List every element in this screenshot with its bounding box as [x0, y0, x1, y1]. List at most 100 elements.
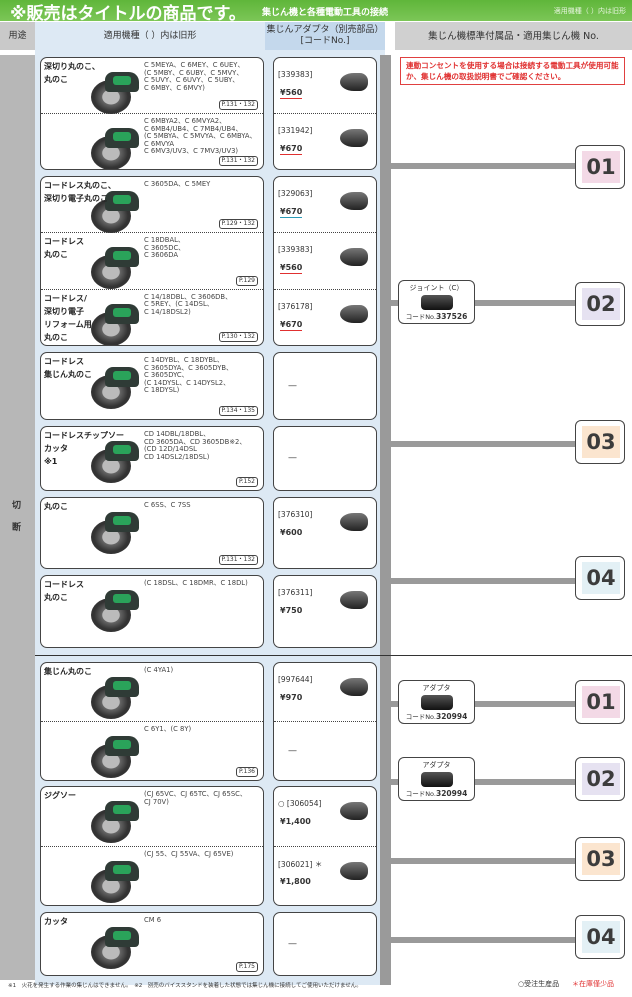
code-number: 320994 — [435, 789, 468, 798]
no-adapter-dash: — — [288, 453, 297, 464]
model-list: (C 18DSL、C 18DMR、C 18DL) — [144, 579, 248, 587]
adapter-entry: — — [274, 353, 376, 419]
collector-number-label: 02 — [582, 288, 620, 320]
tool-accent — [113, 307, 131, 317]
adapter-price: ¥560 — [280, 88, 303, 99]
collector-number-label: 04 — [582, 562, 620, 594]
page-subtitle: 集じん機と各種電動工具の接続 — [262, 8, 389, 18]
collector-number-01[interactable]: 01 — [575, 145, 625, 189]
adapter-entry: [376310] ¥600 — [274, 498, 376, 568]
page-reference[interactable]: P.152 — [235, 477, 258, 487]
connector-line — [385, 300, 577, 306]
header-note: 適用機種（ ）内は旧形 — [553, 7, 626, 15]
machine-entry: コードレス 丸のこ(C 18DSL、C 18DMR、C 18DL) — [41, 576, 263, 647]
page-reference[interactable]: P.129 — [235, 275, 258, 286]
model-list: C 3605DA、C 5MEY — [144, 180, 211, 188]
power-tool-image — [87, 302, 143, 345]
adapter-price: ¥600 — [280, 528, 303, 537]
column-header-machines: 適用機種（ ）内は旧形 — [35, 22, 265, 50]
collector-number-01[interactable]: 01 — [575, 680, 625, 724]
connector-line — [385, 779, 577, 785]
adapter-accessory: アダプタコードNo.320994 — [398, 757, 475, 801]
collector-number-04[interactable]: 04 — [575, 556, 625, 600]
model-list: CM 6 — [144, 916, 162, 924]
group-divider — [35, 655, 632, 656]
adapter-nozzle — [340, 129, 368, 147]
collector-number-label: 01 — [582, 686, 620, 718]
tool-accent — [113, 594, 131, 603]
collector-number-03[interactable]: 03 — [575, 420, 625, 464]
machine-box: コードレス 丸のこ(C 18DSL、C 18DMR、C 18DL) — [40, 575, 264, 648]
use-column: 切 断 — [0, 55, 35, 980]
page-reference[interactable]: P.131・132 — [218, 555, 258, 565]
adapter-price: ¥1,800 — [280, 876, 311, 886]
adapter-entry: [376311]¥750 — [274, 576, 376, 647]
adapter-price: ¥1,400 — [280, 817, 311, 826]
collector-number-label: 03 — [582, 426, 620, 458]
model-list: (CJ 65VC、CJ 65TC、CJ 65SC、 CJ 70V) — [144, 790, 247, 806]
adapter-price: ¥750 — [280, 606, 303, 615]
tool-accent — [113, 681, 131, 690]
adapter-part-image — [336, 859, 370, 881]
collector-number-label: 04 — [582, 921, 620, 953]
adapter-code: [376310] — [278, 510, 313, 519]
adapter-accessory: アダプタコードNo.320994 — [398, 680, 475, 724]
collector-number-label: 01 — [582, 151, 620, 183]
power-tool-image — [87, 70, 143, 116]
adapter-entry: [306021] ＊¥1,800 — [274, 845, 376, 906]
collector-number-03[interactable]: 03 — [575, 837, 625, 881]
model-list: C 6Y1、(C 8Y) — [144, 725, 192, 733]
use-label-char: 断 — [12, 523, 22, 533]
page-reference[interactable]: P.131・132 — [218, 156, 258, 166]
adapter-code: [329063] — [278, 189, 313, 198]
collector-number-02[interactable]: 02 — [575, 757, 625, 801]
column-header-use: 用途 — [0, 22, 35, 50]
page-reference[interactable]: P.131・132 — [218, 100, 258, 110]
page-reference[interactable]: P.136 — [235, 767, 258, 777]
tool-accent — [113, 195, 131, 204]
power-tool-image — [87, 365, 143, 411]
adapter-box: [329063]¥670[339383]¥560[376178]¥670 — [273, 176, 377, 346]
adapter-box: — — [273, 426, 377, 491]
tool-accent — [113, 445, 131, 454]
adapter-box: [339383] ¥560 [331942] ¥670 — [273, 57, 377, 170]
machine-entry: C 6MBYA2、C 6MVYA2、 C 6MB4/UB4、C 7MB4/UB4… — [41, 113, 263, 169]
adapter-box: [376311]¥750 — [273, 575, 377, 648]
adapter-code: [331942] — [278, 126, 313, 135]
machine-entry: C 6Y1、(C 8Y) P.136 — [41, 721, 263, 780]
collector-number-04[interactable]: 04 — [575, 915, 625, 959]
machine-entry: (CJ 55、CJ 55VA、CJ 65VE) — [41, 845, 263, 906]
page-reference[interactable]: P.134・135 — [218, 406, 258, 416]
no-adapter-dash: — — [288, 939, 297, 950]
no-adapter-dash: — — [288, 380, 297, 391]
page-reference[interactable]: P.130・132 — [218, 331, 258, 342]
tool-accent — [113, 251, 131, 261]
adapter-code: [339383] — [278, 70, 313, 79]
adapter-part-image — [336, 70, 370, 92]
accessory-label: アダプタ — [422, 684, 451, 692]
page-reference[interactable]: P.129・132 — [218, 219, 258, 230]
page-reference[interactable]: P.175 — [235, 962, 258, 972]
collector-number-02[interactable]: 02 — [575, 282, 625, 326]
connector-trunk — [380, 55, 391, 985]
adapter-part-image — [336, 510, 370, 532]
adapter-part-image — [336, 126, 370, 148]
code-number: 337526 — [435, 312, 468, 321]
machine-category: 集じん丸のこ — [44, 667, 92, 676]
adapter-part-image — [336, 588, 370, 610]
machine-entry: カッタ CM 6 P.175 — [41, 913, 263, 975]
power-tool-image — [87, 189, 143, 235]
machine-category: 深切り丸のこ、 丸のこ — [44, 62, 100, 84]
adapter-price: ¥670 — [280, 144, 303, 155]
power-tool-image — [87, 588, 143, 634]
machine-category: カッタ — [44, 917, 68, 926]
power-tool-image — [87, 675, 143, 721]
accessory-image — [420, 772, 453, 787]
